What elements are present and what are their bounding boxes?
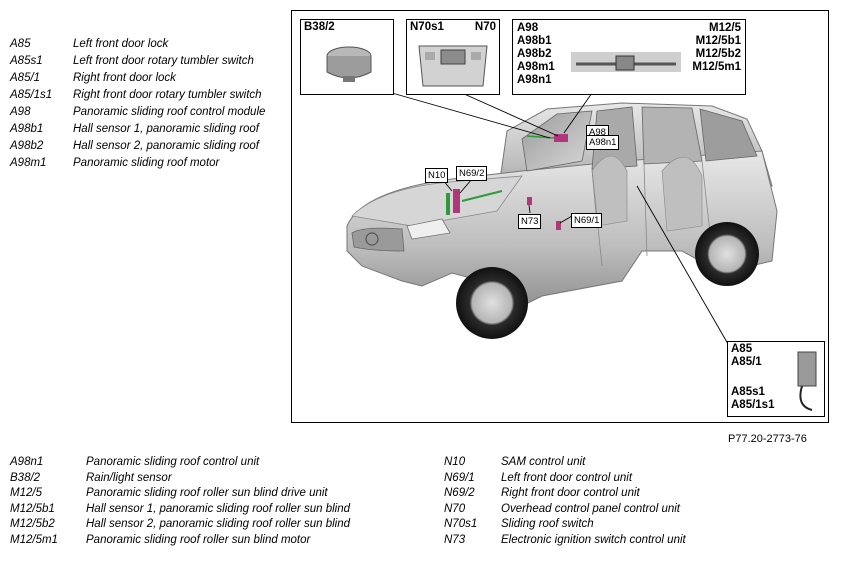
component-markers <box>446 134 568 230</box>
legend-code: B38/2 <box>10 471 41 484</box>
figure-id: P77.20-2773-76 <box>728 433 807 445</box>
legend-entry: N70 Overhead control panel control unit <box>444 503 834 516</box>
legend-description: Panoramic sliding roof control module <box>73 106 266 118</box>
label-a98n1: A98n1 <box>586 135 620 150</box>
legend-code: N69/2 <box>444 487 475 499</box>
legend-code: N70s1 <box>444 518 478 530</box>
legend-description: Hall sensor 2, panoramic sliding roof <box>73 140 260 152</box>
label-n10: N10 <box>425 168 449 183</box>
leader-lines <box>391 92 729 345</box>
legend-bottom-col1: A98n1 Panoramic sliding roof control unit… <box>10 456 420 549</box>
legend-description: Overhead control panel control unit <box>501 502 680 515</box>
legend-entry: A98n1 Panoramic sliding roof control unit <box>10 456 420 469</box>
legend-entry: M12/5b1 Hall sensor 1, panoramic sliding … <box>10 503 420 516</box>
vehicle-illustration <box>346 92 778 345</box>
roof-callout-code: A98m1 <box>517 61 555 73</box>
door-callout-code: A85/1 <box>731 356 762 368</box>
legend-entry: B38/2 Rain/light sensor <box>10 472 420 485</box>
roof-callout-code: M12/5b2 <box>695 48 741 60</box>
legend-description: Electronic ignition switch control unit <box>501 533 686 546</box>
legend-entry: N73 Electronic ignition switch control un… <box>444 534 834 547</box>
door-callout-code: A85 <box>731 343 753 355</box>
legend-code: N73 <box>444 533 466 546</box>
roof-callout-code: A98b2 <box>517 48 552 60</box>
front-wheel <box>456 267 528 339</box>
legend-code: N70 <box>444 502 466 515</box>
legend-description: Panoramic sliding roof roller sun blind … <box>86 487 328 499</box>
roof-callout-code: M12/5m1 <box>692 61 741 73</box>
legend-entry: A98b2 Hall sensor 2, panoramic sliding ro… <box>10 140 280 153</box>
roof-callout-code: A98 <box>517 22 539 34</box>
callout-n70-label: N70 <box>474 21 496 33</box>
roof-callout-code: M12/5 <box>709 22 741 34</box>
overhead-control-panel-icon <box>418 45 488 87</box>
callout-b38-2: B38/2 <box>300 19 394 95</box>
legend-description: Right front door rotary tumbler switch <box>73 89 262 101</box>
rain-light-sensor-icon <box>326 46 372 82</box>
legend-entry: A85/1s1 Right front door rotary tumbler s… <box>10 89 280 102</box>
label-n73: N73 <box>518 214 542 229</box>
legend-description: Panoramic sliding roof motor <box>73 157 220 169</box>
legend-entry: A85s1 Left front door rotary tumbler swit… <box>10 55 280 68</box>
legend-code: A98b1 <box>10 123 44 135</box>
legend-code: M12/5m1 <box>10 533 58 546</box>
legend-description: Hall sensor 1, panoramic sliding roof ro… <box>86 502 350 515</box>
door-lock-icon <box>797 351 817 411</box>
legend-description: Sliding roof switch <box>501 518 594 530</box>
callout-n70s1-label: N70s1 <box>410 21 444 33</box>
legend-code: A85 <box>10 38 31 50</box>
legend-entry: N70s1 Sliding roof switch <box>444 518 834 531</box>
legend-code: A85/1s1 <box>10 89 53 101</box>
legend-code: M12/5b2 <box>10 518 55 530</box>
legend-code: A98n1 <box>10 456 44 468</box>
legend-code: M12/5 <box>10 487 42 499</box>
roof-callout-code: A98b1 <box>517 35 552 47</box>
legend-description: Left front door rotary tumbler switch <box>73 55 254 67</box>
legend-description: Hall sensor 1, panoramic sliding roof <box>73 123 260 135</box>
roof-callout-code: A98n1 <box>517 74 552 86</box>
legend-code: A98 <box>10 106 31 118</box>
legend-description: Rain/light sensor <box>86 471 172 484</box>
legend-code: A98b2 <box>10 140 44 152</box>
legend-code: N10 <box>444 456 466 468</box>
callout-b38-2-label: B38/2 <box>304 21 335 33</box>
legend-code: M12/5b1 <box>10 502 55 515</box>
legend-entry: A98m1 Panoramic sliding roof motor <box>10 157 280 170</box>
legend-entry: A98b1 Hall sensor 1, panoramic sliding ro… <box>10 123 280 136</box>
legend-description: Right front door lock <box>73 72 176 84</box>
legend-entry: N10 SAM control unit <box>444 456 834 469</box>
label-n69-2: N69/2 <box>456 166 488 181</box>
legend-entry: A85/1 Right front door lock <box>10 72 280 85</box>
callout-n70: N70s1 N70 <box>406 19 500 95</box>
label-n69-1: N69/1 <box>571 213 603 228</box>
legend-entry: N69/2 Right front door control unit <box>444 487 834 500</box>
legend-code: A98m1 <box>10 157 47 169</box>
door-callout-code: A85s1 <box>731 386 765 398</box>
legend-entry: A85 Left front door lock <box>10 38 280 51</box>
legend-entry: M12/5b2 Hall sensor 2, panoramic sliding … <box>10 518 420 531</box>
legend-code: N69/1 <box>444 471 475 484</box>
door-callout-code: A85/1s1 <box>731 399 775 411</box>
legend-description: Right front door control unit <box>501 487 640 499</box>
legend-description: Left front door lock <box>73 38 169 50</box>
legend-entry: N69/1 Left front door control unit <box>444 472 834 485</box>
legend-code: A85s1 <box>10 55 43 67</box>
legend-description: Hall sensor 2, panoramic sliding roof ro… <box>86 518 350 530</box>
legend-description: Left front door control unit <box>501 471 633 484</box>
legend-entry: A98 Panoramic sliding roof control module <box>10 106 280 119</box>
roof-callout-code: M12/5b1 <box>695 35 741 47</box>
legend-description: Panoramic sliding roof roller sun blind … <box>86 533 311 546</box>
legend-code: A85/1 <box>10 72 41 84</box>
rear-wheel <box>695 222 759 286</box>
legend-entry: M12/5m1 Panoramic sliding roof roller sun… <box>10 534 420 547</box>
roof-drive-icon <box>571 52 681 72</box>
legend-description: Panoramic sliding roof control unit <box>86 456 260 468</box>
legend-entry: M12/5 Panoramic sliding roof roller sun b… <box>10 487 420 500</box>
legend-description: SAM control unit <box>501 456 586 468</box>
